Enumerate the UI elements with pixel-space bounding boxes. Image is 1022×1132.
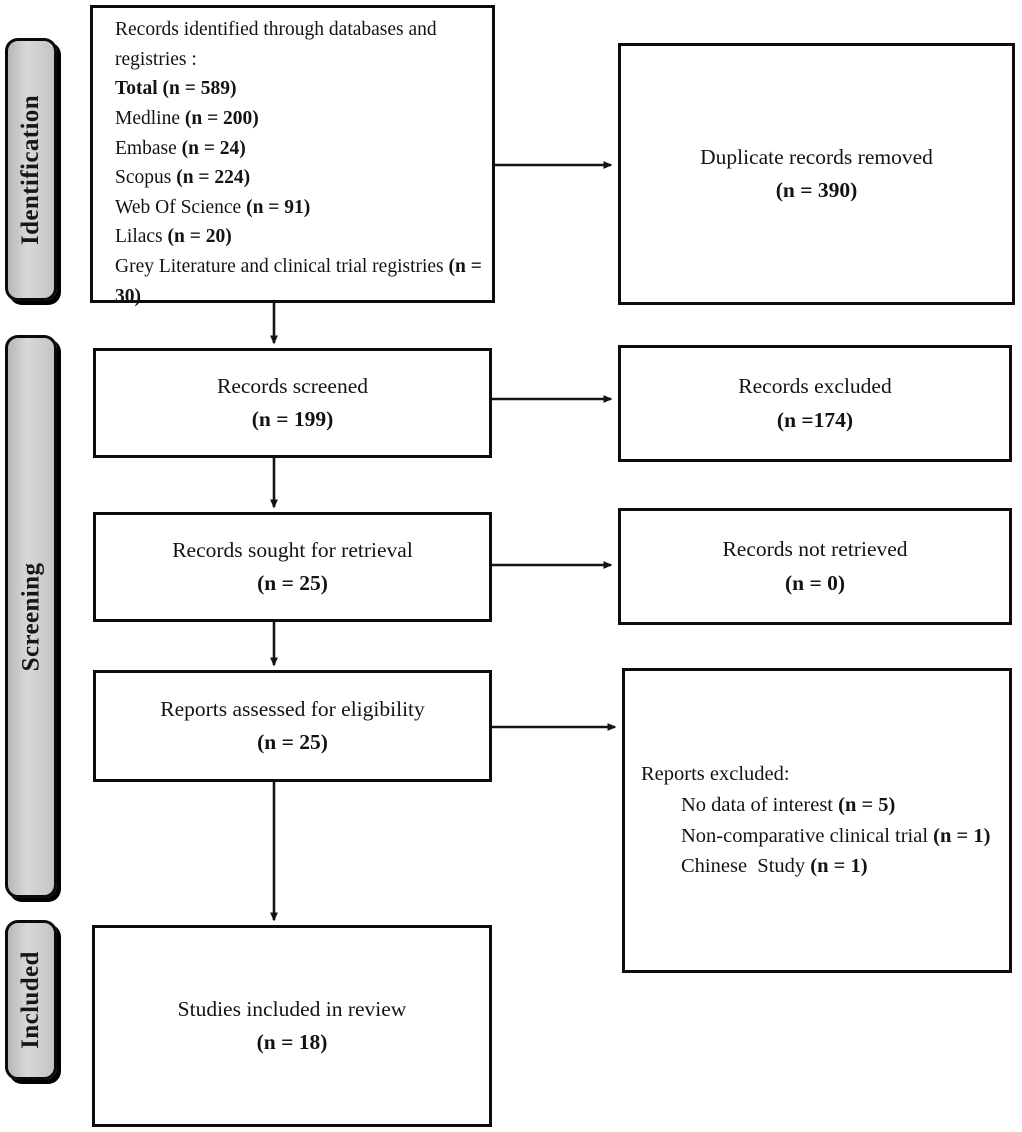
box-records-excluded: Records excluded (n =174) (618, 345, 1012, 462)
identified-item-total: Total (n = 589) (115, 78, 237, 100)
studies-included-count: (n = 18) (256, 1030, 328, 1054)
reports-excluded-item-non-comparative: Non-comparative clinical trial (n = 1) (681, 824, 991, 847)
box-records-identified: Records identified through databases and… (90, 5, 495, 307)
box-records-sought: Records sought for retrieval (n = 25) (93, 512, 492, 622)
records-sought-label: Records sought for retrieval (172, 537, 413, 562)
box-reports-assessed: Reports assessed for eligibility (n = 25… (93, 670, 492, 782)
identified-item-embase: Embase (n = 24) (115, 137, 246, 159)
records-not-retrieved-label: Records not retrieved (722, 537, 908, 562)
records-identified-title: Records identified through databases and… (115, 19, 437, 70)
records-screened-count: (n = 199) (251, 407, 334, 431)
records-sought-count: (n = 25) (257, 571, 328, 595)
identified-item-medline: Medline (n = 200) (115, 107, 259, 129)
identified-item-web-of-science: Web Of Science (n = 91) (115, 196, 311, 218)
records-excluded-label: Records excluded (738, 374, 892, 399)
reports-excluded-item-chinese-study: Chinese Study (n = 1) (681, 855, 868, 878)
box-studies-included: Studies included in review (n = 18) (92, 925, 492, 1127)
reports-excluded-title: Reports excluded: (641, 763, 790, 785)
identified-item-lilacs: Lilacs (n = 20) (115, 226, 232, 248)
stage-identification: Identification (5, 38, 57, 301)
stage-included-label: Included (17, 951, 44, 1049)
reports-assessed-label: Reports assessed for eligibility (160, 696, 425, 721)
identified-item-scopus: Scopus (n = 224) (115, 167, 251, 189)
stage-included: Included (5, 920, 57, 1080)
box-duplicates-removed: Duplicate records removed (n = 390) (618, 43, 1015, 305)
stage-identification-label: Identification (17, 94, 45, 245)
reports-assessed-count: (n = 25) (257, 730, 328, 754)
stage-screening-label: Screening (17, 562, 45, 671)
box-records-screened: Records screened (n = 199) (93, 348, 492, 458)
records-screened-label: Records screened (216, 373, 369, 398)
records-not-retrieved-count: (n = 0) (784, 570, 846, 595)
duplicates-removed-count: (n = 390) (775, 178, 858, 202)
identified-item-grey-literature: Grey Literature and clinical trial regis… (115, 256, 482, 307)
stage-screening: Screening (5, 335, 57, 898)
box-reports-excluded: Reports excluded: No data of interest (n… (622, 668, 1012, 973)
studies-included-label: Studies included in review (177, 996, 407, 1021)
reports-excluded-item-no-data: No data of interest (n = 5) (681, 793, 896, 816)
duplicates-removed-label: Duplicate records removed (700, 144, 933, 169)
records-excluded-count: (n =174) (776, 407, 854, 432)
box-records-not-retrieved: Records not retrieved (n = 0) (618, 508, 1012, 625)
